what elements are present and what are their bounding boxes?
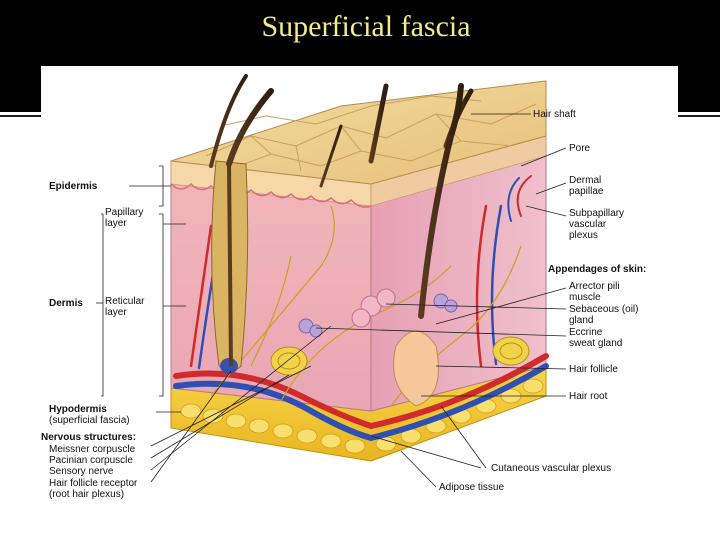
label-subpapillary-3: plexus xyxy=(569,230,598,241)
label-superficial-fascia: (superficial fascia) xyxy=(49,415,130,426)
label-meissner: Meissner corpuscle xyxy=(49,444,136,455)
label-reticular-layer-2: layer xyxy=(105,307,127,318)
artery xyxy=(173,353,549,430)
label-arrector-pili-2: muscle xyxy=(569,292,601,303)
label-sebaceous-2: gland xyxy=(569,315,594,326)
label-appendages: Appendages of skin: xyxy=(548,264,647,275)
label-eccrine-2: sweat gland xyxy=(569,338,623,349)
label-subpapillary-2: vascular xyxy=(569,219,607,230)
pacinian-corpuscle xyxy=(270,336,530,376)
label-adipose-tissue: Adipose tissue xyxy=(439,482,505,493)
title-rule-right xyxy=(678,115,720,117)
label-hair-follicle: Hair follicle xyxy=(569,364,618,375)
slide-title: Superficial fascia xyxy=(261,10,471,43)
label-hair-shaft: Hair shaft xyxy=(533,109,576,120)
label-epidermis: Epidermis xyxy=(49,181,98,192)
hair-shaft xyxy=(226,88,274,167)
label-papillary-layer: Papillary xyxy=(105,207,144,218)
label-root-hair-plexus: (root hair plexus) xyxy=(49,489,125,500)
label-pacinian: Pacinian corpuscle xyxy=(49,455,133,466)
label-pore: Pore xyxy=(569,143,591,154)
vein xyxy=(173,363,549,442)
label-dermal-papillae-2: papillae xyxy=(569,186,604,197)
title-rule-left xyxy=(0,115,41,117)
skin-block-illustration xyxy=(96,74,567,488)
label-cutaneous-plexus: Cutaneous vascular plexus xyxy=(491,463,612,474)
label-sebaceous: Sebaceous (oil) xyxy=(569,304,639,315)
skin-diagram: Epidermis Papillary layer Dermis Reticul… xyxy=(41,66,678,510)
label-subpapillary: Subpapillary xyxy=(569,208,625,219)
label-eccrine: Eccrine xyxy=(569,327,603,338)
label-papillary-layer-2: layer xyxy=(105,218,127,229)
label-hypodermis: Hypodermis xyxy=(49,404,107,415)
label-arrector-pili: Arrector pili xyxy=(569,281,620,292)
label-sensory-nerve: Sensory nerve xyxy=(49,466,114,477)
label-nervous-structures: Nervous structures: xyxy=(41,432,137,443)
label-reticular-layer: Reticular xyxy=(105,296,145,307)
label-hair-root: Hair root xyxy=(569,391,608,402)
label-dermis: Dermis xyxy=(49,298,83,309)
label-hair-follicle-receptor: Hair follicle receptor xyxy=(49,478,138,489)
label-dermal-papillae: Dermal xyxy=(569,175,602,186)
skin-surface xyxy=(170,80,547,185)
